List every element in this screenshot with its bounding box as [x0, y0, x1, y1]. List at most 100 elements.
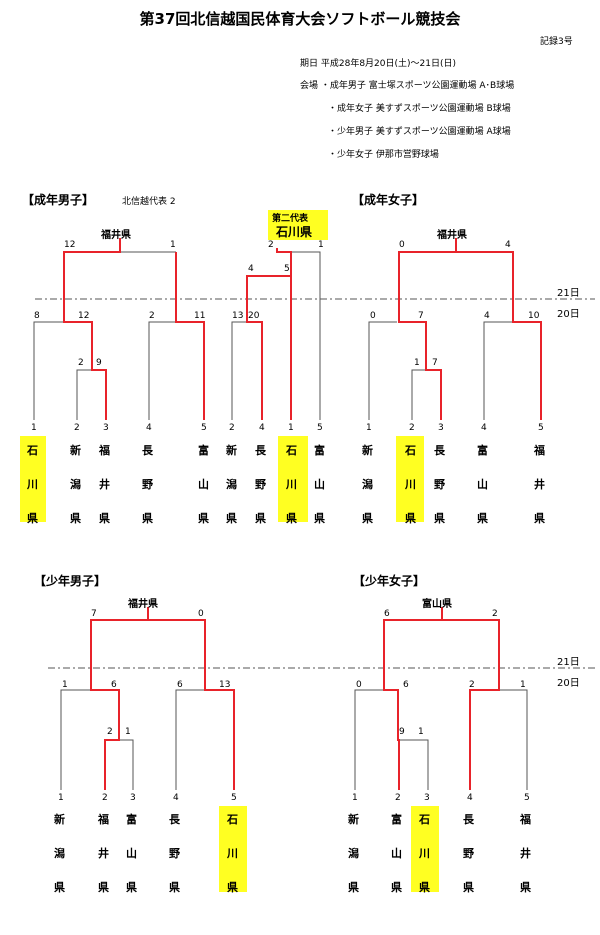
day-label-21: 21日: [557, 288, 580, 299]
team-char: 県: [463, 881, 474, 894]
highlight-ishikawa: [278, 436, 308, 522]
score: 12: [64, 240, 76, 250]
seed-number: 1: [352, 793, 358, 803]
winner-label: 福井県: [437, 230, 467, 241]
team-char: 井: [98, 847, 109, 860]
team-char: 長: [255, 444, 266, 457]
score: 1: [170, 240, 176, 250]
team-char: 川: [227, 847, 238, 860]
team-char: 潟: [70, 478, 81, 491]
team-char: 新: [362, 444, 373, 457]
score: 4: [248, 264, 254, 274]
seed-number: 5: [538, 423, 544, 433]
team-char: 井: [534, 478, 545, 491]
seed-number: 2: [74, 423, 80, 433]
team-char: 新: [70, 444, 81, 457]
team-char: 川: [286, 478, 297, 491]
seed-number: 1: [288, 423, 294, 433]
day-label-21: 21日: [557, 657, 580, 668]
team-char: 県: [419, 881, 430, 894]
highlight-ishikawa: [219, 806, 247, 892]
team-char: 新: [226, 444, 237, 457]
section-header-women-adult: 【成年女子】: [352, 193, 425, 207]
score: 4: [484, 311, 490, 321]
seed-number: 5: [524, 793, 530, 803]
score: 2: [492, 609, 498, 619]
record-number: 記録3号: [540, 37, 573, 47]
venue-line: ・成年女子 美すずスポーツ公園運動場 B球場: [328, 104, 511, 114]
highlight-ishikawa: [396, 436, 424, 522]
event-date: 期日 平成28年8月20日(土)～21日(日): [300, 59, 456, 69]
team-char: 石: [227, 813, 238, 826]
score: 6: [384, 609, 390, 619]
team-char: 県: [314, 512, 325, 525]
score: 6: [111, 680, 117, 690]
section-header-men-youth: 【少年男子】: [34, 574, 107, 588]
score: 5: [284, 264, 290, 274]
score: 9: [399, 727, 405, 737]
team-char: 福: [520, 813, 531, 826]
seed-number: 4: [146, 423, 152, 433]
venue-line: 会場 ・成年男子 富士塚スポーツ公園運動場 A･B球場: [300, 81, 515, 91]
seed-number: 4: [467, 793, 473, 803]
team-char: 富: [391, 813, 402, 826]
section-header-men-adult: 【成年男子】: [22, 193, 95, 207]
score: 1: [318, 240, 324, 250]
team-char: 潟: [226, 478, 237, 491]
second-rep-label: 第二代表: [272, 214, 309, 224]
highlight-ishikawa: [20, 436, 46, 522]
seed-number: 1: [366, 423, 372, 433]
team-char: 県: [169, 881, 180, 894]
team-char: 県: [70, 512, 81, 525]
team-char: 山: [391, 847, 402, 860]
team-char: 富: [126, 813, 137, 826]
team-char: 石: [27, 444, 38, 457]
team-char: 長: [463, 813, 474, 826]
team-char: 野: [255, 478, 266, 491]
team-char: 県: [142, 512, 153, 525]
score: 6: [177, 680, 183, 690]
team-char: 長: [142, 444, 153, 457]
seed-number: 2: [409, 423, 415, 433]
team-char: 県: [255, 512, 266, 525]
team-char: 県: [362, 512, 373, 525]
team-char: 県: [98, 881, 109, 894]
score: 13: [232, 311, 244, 321]
winner-label: 福井県: [101, 230, 131, 241]
score: 6: [403, 680, 409, 690]
seed-number: 2: [229, 423, 235, 433]
team-char: 県: [286, 512, 297, 525]
seed-number: 3: [103, 423, 109, 433]
team-char: 県: [434, 512, 445, 525]
score: 2: [78, 358, 84, 368]
score: 2: [107, 727, 113, 737]
score: 7: [91, 609, 97, 619]
seed-number: 5: [317, 423, 323, 433]
second-rep-winner: 石川県: [276, 225, 313, 239]
team-char: 川: [419, 847, 430, 860]
score: 7: [432, 358, 438, 368]
team-char: 野: [142, 478, 153, 491]
team-char: 石: [405, 444, 416, 457]
team-char: 潟: [362, 478, 373, 491]
seed-number: 5: [201, 423, 207, 433]
team-char: 潟: [54, 847, 65, 860]
team-char: 山: [198, 478, 209, 491]
seed-number: 4: [481, 423, 487, 433]
score: 20: [248, 311, 260, 321]
team-char: 潟: [348, 847, 359, 860]
seed-number: 4: [259, 423, 265, 433]
team-char: 県: [54, 881, 65, 894]
venue-line: ・少年男子 美すずスポーツ公園運動場 A球場: [328, 127, 511, 137]
team-char: 県: [534, 512, 545, 525]
team-char: 川: [27, 478, 38, 491]
score: 7: [418, 311, 424, 321]
seed-number: 3: [438, 423, 444, 433]
seed-number: 2: [395, 793, 401, 803]
score: 0: [198, 609, 204, 619]
team-char: 新: [54, 813, 65, 826]
highlight-second-rep: [268, 210, 328, 240]
team-char: 県: [477, 512, 488, 525]
score: 1: [62, 680, 68, 690]
score: 1: [520, 680, 526, 690]
